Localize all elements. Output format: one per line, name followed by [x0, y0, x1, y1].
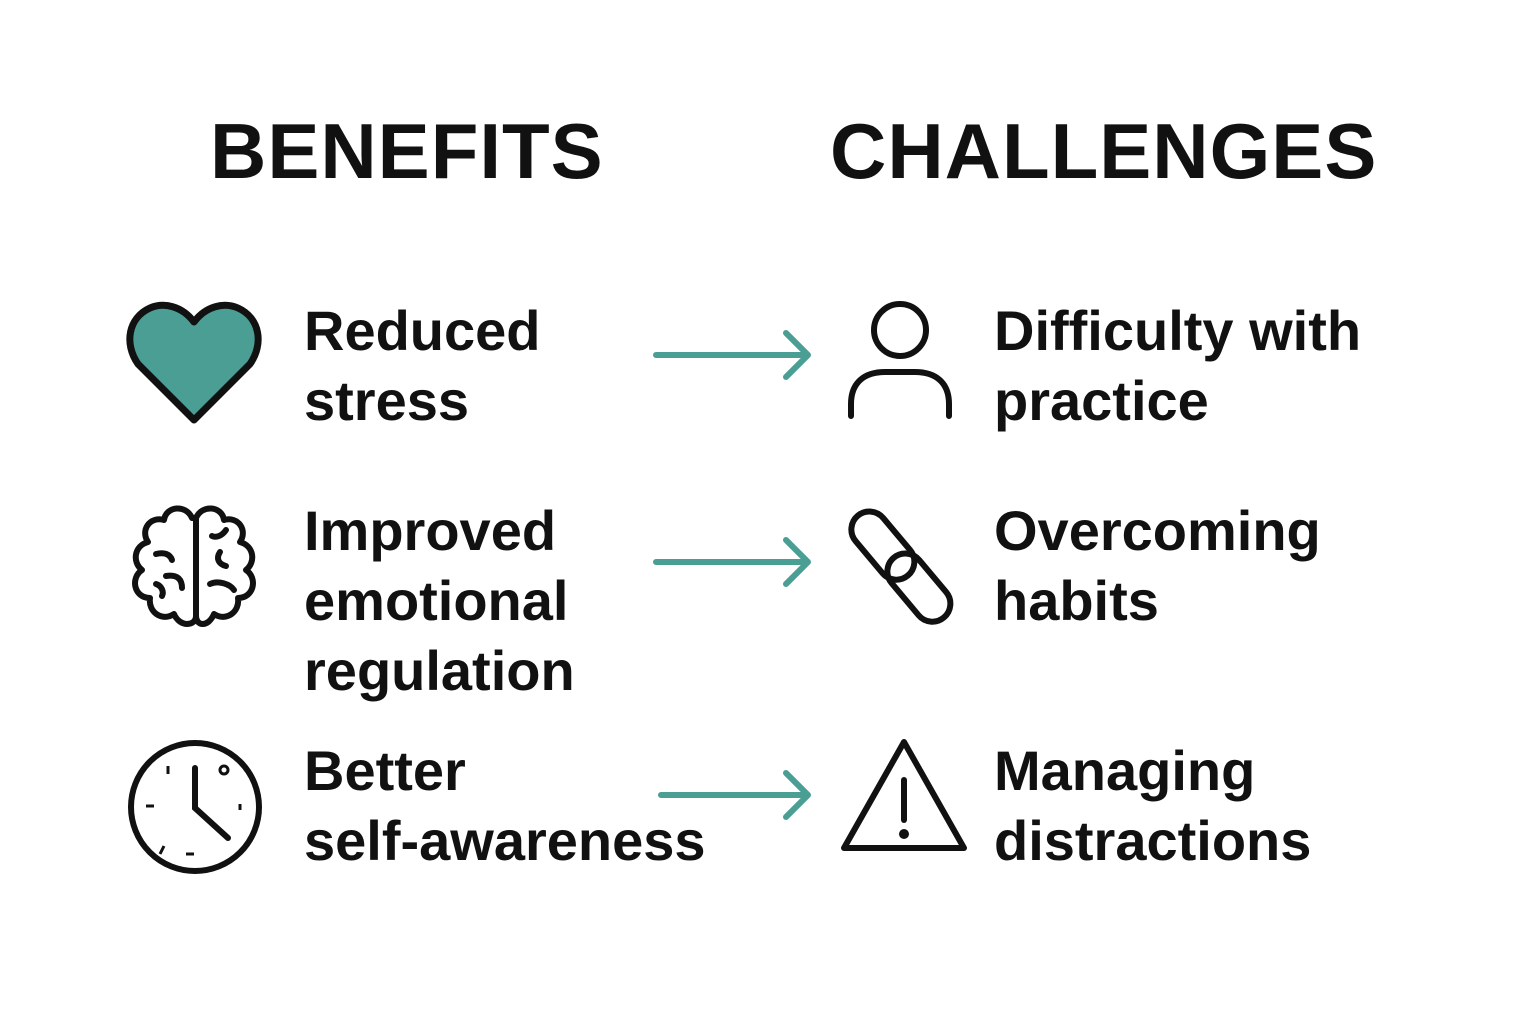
clock-icon: [128, 740, 262, 874]
arrow-right-icon: [653, 537, 811, 587]
warning-icon: [841, 739, 967, 851]
benefit-reduced-stress: Reduced stress: [304, 299, 541, 432]
benefit-better-self-awareness: Better self-awareness: [304, 739, 706, 872]
challenge-overcoming-habits: Overcoming habits: [994, 499, 1321, 632]
heart-icon: [126, 301, 262, 424]
benefit-improved-emotional-regulation: Improved emotional regulation: [304, 499, 575, 702]
benefits-heading: BENEFITS: [210, 107, 604, 195]
chain-link-icon: [848, 508, 954, 625]
arrow-right-icon: [658, 770, 811, 820]
challenge-managing-distractions: Managing distractions: [994, 739, 1312, 872]
challenge-difficulty-with-practice: Difficulty with practice: [994, 299, 1362, 432]
arrow-right-icon: [653, 330, 811, 380]
challenges-heading: CHALLENGES: [830, 107, 1378, 195]
person-icon: [848, 301, 952, 419]
brain-icon: [132, 505, 256, 627]
